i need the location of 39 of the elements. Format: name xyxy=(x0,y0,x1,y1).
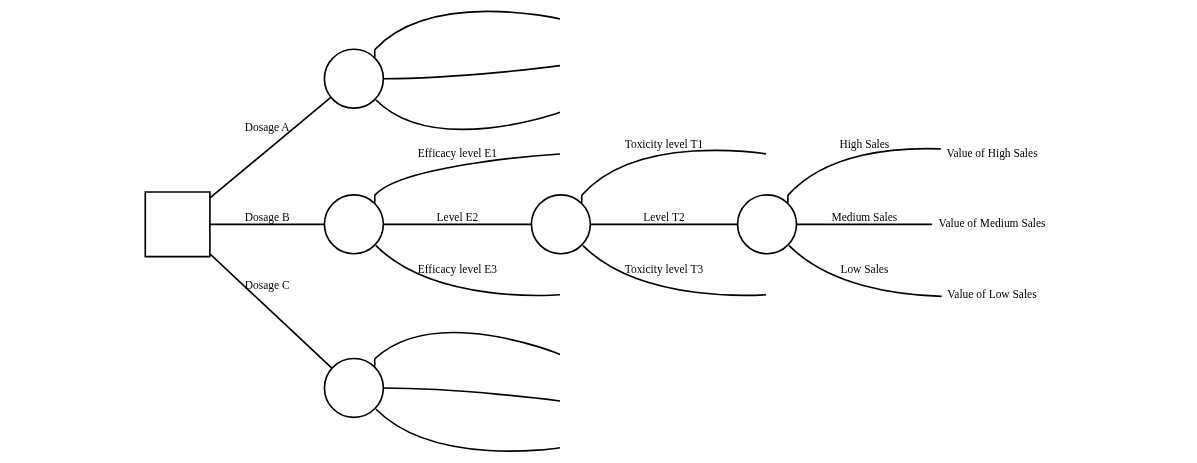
connector xyxy=(786,147,942,204)
connector xyxy=(382,387,561,402)
connector xyxy=(209,96,332,199)
edge-label: Efficacy level E3 xyxy=(417,262,497,275)
connector xyxy=(589,223,739,226)
connector xyxy=(209,253,333,369)
edge-label: Toxicity level T3 xyxy=(624,262,704,275)
edge-label: Level T2 xyxy=(643,211,685,224)
connector xyxy=(788,244,943,298)
connector xyxy=(582,244,767,297)
node-circle xyxy=(323,194,385,255)
node-circle xyxy=(323,48,385,109)
edge-label: Efficacy level E1 xyxy=(417,147,497,160)
connector xyxy=(375,99,561,131)
connector xyxy=(382,64,561,80)
node-box xyxy=(144,191,211,258)
node-circle xyxy=(736,194,798,255)
edge-label: Medium Sales xyxy=(831,211,898,224)
edge-label: Low Sales xyxy=(840,262,889,275)
connector xyxy=(795,223,933,226)
connector xyxy=(209,223,326,226)
connector xyxy=(382,223,533,226)
edge-label: High Sales xyxy=(839,137,890,150)
edge-label: Toxicity level T1 xyxy=(624,138,704,151)
node-circle xyxy=(530,194,592,255)
connector xyxy=(580,149,767,204)
edge-label: Dosage A xyxy=(244,121,290,134)
connector xyxy=(375,244,561,297)
node-text: Value of Medium Sales xyxy=(938,217,1046,230)
connector xyxy=(375,408,561,452)
connector xyxy=(373,153,561,204)
edge-label: Dosage C xyxy=(244,279,290,292)
node-circle xyxy=(323,357,385,419)
edge-label: Level E2 xyxy=(436,211,479,224)
connector xyxy=(373,331,561,368)
node-text: Value of Low Sales xyxy=(947,287,1037,300)
connector xyxy=(373,10,561,59)
node-text: Value of High Sales xyxy=(946,147,1038,160)
edge-label: Dosage B xyxy=(244,211,290,224)
